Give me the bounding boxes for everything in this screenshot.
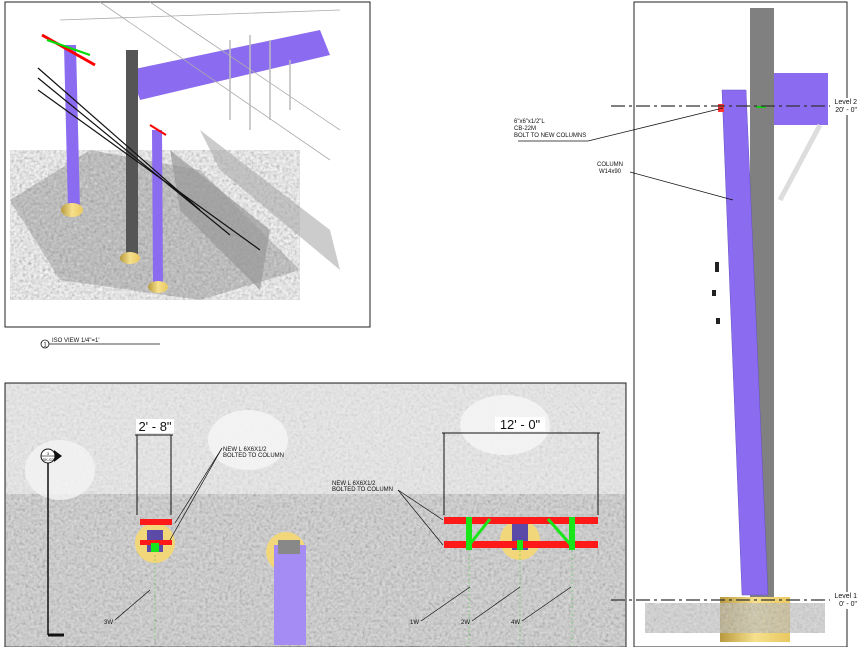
plan-view-viewport: 2' - 8" 12' - 0" NEW L 6X6X1/2 BOLTED TO… xyxy=(4,382,627,647)
view-title: ISO VIEW 1/4"=1' xyxy=(52,338,99,344)
existing-bridge-beam xyxy=(774,73,828,125)
dimension-right: 12' - 0" xyxy=(500,417,541,432)
column-tag: 2W xyxy=(461,620,470,626)
view-number: 1 xyxy=(43,343,47,349)
note-angle-line3: BOLT TO NEW COLUMNS xyxy=(514,133,586,139)
column-tag: 3W xyxy=(104,620,113,626)
new-column xyxy=(721,89,769,596)
note-left-line1: NEW L 6X6X1/2 xyxy=(223,447,267,453)
section-number: 3 xyxy=(47,451,50,456)
existing-beam-plan xyxy=(274,545,306,645)
elevation-view-viewport: Level 2 20' - 0" Level 1 0' - 0" xyxy=(611,1,858,647)
footing xyxy=(120,252,140,264)
new-column xyxy=(64,45,80,210)
level-1-name: Level 1 xyxy=(834,593,857,600)
new-angle xyxy=(444,517,598,524)
note-angle-line2: CB-22M xyxy=(514,126,536,132)
level-1-elevation: 0' - 0" xyxy=(839,601,857,608)
footing xyxy=(148,281,168,293)
note-column-line2: W14x90 xyxy=(599,169,622,175)
rail-track xyxy=(170,150,270,290)
column-tag: 1W xyxy=(410,620,419,626)
level-2-name: Level 2 xyxy=(834,99,857,106)
rail-track xyxy=(200,130,340,270)
new-angle xyxy=(140,519,172,525)
new-column xyxy=(152,130,163,285)
footing xyxy=(61,203,83,217)
note-column-line1: COLUMN xyxy=(597,162,623,168)
section-marker[interactable]: 3 SK-02 xyxy=(40,448,64,637)
note-angle-line1: 6"x6"x1/2"L xyxy=(514,119,545,125)
new-angle xyxy=(140,540,172,545)
note-right-line1: NEW L 6X6X1/2 xyxy=(332,481,376,487)
note-right-line2: BOLTED TO COLUMN xyxy=(332,487,393,493)
iso-view-viewport xyxy=(4,1,371,328)
section-sheet: SK-02 xyxy=(42,457,54,462)
iso-view-title: 1 ISO VIEW 1/4"=1' xyxy=(40,338,160,349)
note-left-line2: BOLTED TO COLUMN xyxy=(223,453,284,459)
dimension-left: 2' - 8" xyxy=(138,419,171,434)
level-2-elevation: 20' - 0" xyxy=(835,107,857,114)
column-tag: 4W xyxy=(511,620,520,626)
